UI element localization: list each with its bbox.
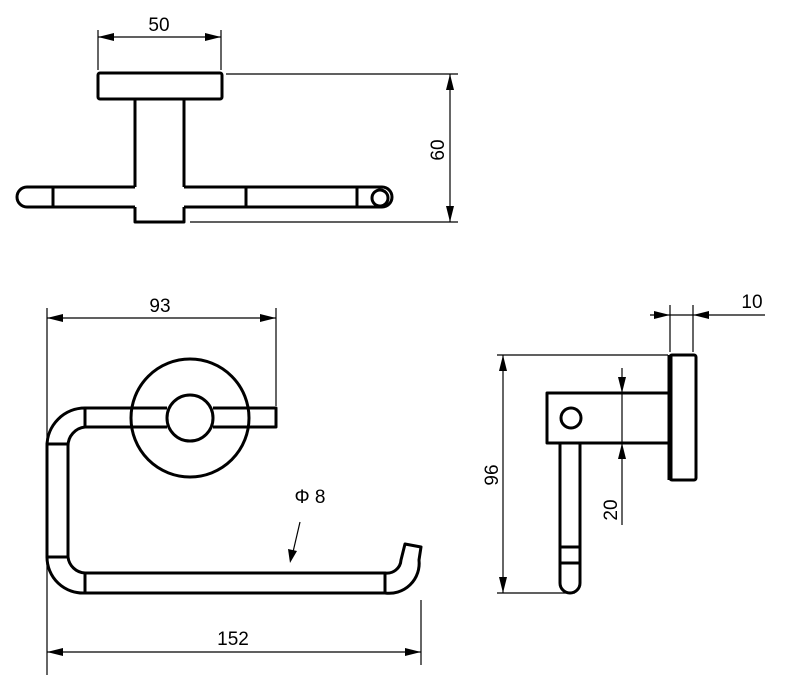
- dimension-50-lines: [97, 30, 222, 70]
- side-arm: [545, 391, 672, 445]
- dimension-label-60: 60: [428, 139, 449, 160]
- arrow-icon: [47, 648, 63, 656]
- arrow-icon: [205, 33, 221, 41]
- dimension-label-50: 50: [148, 15, 169, 36]
- arrow-icon: [47, 314, 63, 322]
- front-view: 93 Φ 8 152: [45, 296, 423, 675]
- arrow-icon: [693, 311, 709, 319]
- dimension-label-10: 10: [741, 292, 762, 313]
- dimension-label-152: 152: [217, 629, 249, 650]
- arm-hole: [559, 406, 583, 430]
- dimension-label-20: 20: [601, 499, 622, 520]
- lower-bend: [45, 556, 86, 595]
- upper-bend: [45, 406, 86, 447]
- bar-end-cap: [370, 188, 390, 208]
- side-wall-plate: [668, 353, 698, 482]
- diameter-label: Φ 8: [294, 487, 325, 508]
- hub: [165, 393, 215, 443]
- stem: [133, 99, 186, 224]
- side-view: 10 96 20: [482, 292, 765, 595]
- arrow-icon: [446, 74, 454, 90]
- arrow-icon: [499, 355, 507, 371]
- arrow-icon: [446, 206, 454, 222]
- dimension-60-lines: [190, 73, 458, 223]
- arrow-icon: [288, 549, 297, 563]
- dimension-96-lines: [497, 354, 668, 594]
- bar: [15, 185, 394, 209]
- roll-rod: [83, 571, 387, 595]
- upper-arm: [83, 406, 278, 429]
- arrow-icon: [260, 314, 276, 322]
- wall-plate: [96, 71, 224, 101]
- dimension-label-93: 93: [149, 296, 170, 317]
- dimension-93-lines: [46, 308, 277, 675]
- top-view: 50 60: [15, 15, 458, 224]
- leader-line: [292, 521, 301, 553]
- rod-end-hook: [384, 542, 423, 595]
- arrow-icon: [405, 648, 421, 656]
- side-rod: [558, 443, 582, 595]
- arrow-icon: [654, 311, 670, 319]
- arrow-icon: [98, 33, 114, 41]
- rosette: [129, 357, 251, 479]
- arrow-icon: [618, 443, 626, 459]
- vertical-rod: [45, 442, 70, 559]
- dimension-label-96: 96: [482, 464, 503, 485]
- rod-band: [560, 545, 580, 565]
- bar-joints: [51, 188, 359, 206]
- dimension-152-lines: [47, 600, 422, 665]
- arrow-icon: [618, 377, 626, 393]
- arrow-icon: [499, 577, 507, 593]
